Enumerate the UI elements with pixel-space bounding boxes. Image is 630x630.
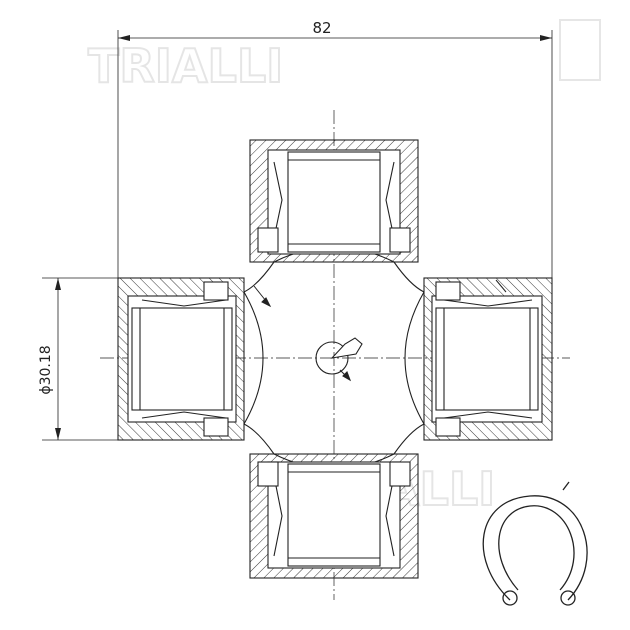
watermark-top-right [559, 19, 601, 81]
clearance-arrows [253, 279, 507, 308]
grease-fitting [315, 337, 363, 382]
bearing-cup-right [423, 277, 553, 441]
bearing-cup-left [117, 277, 245, 441]
overall-width-dimension: 82 [117, 19, 553, 278]
cup-diameter-dimension: ϕ30.18 [38, 277, 118, 441]
bearing-cup-top [249, 139, 419, 263]
watermark-top-left: TRIALLI [87, 38, 284, 94]
snap-ring [482, 481, 588, 606]
watermark-brand-text: TRIALLI [88, 39, 283, 93]
cup-diameter-label: ϕ30.18 [38, 345, 54, 394]
overall-width-label: 82 [312, 19, 331, 37]
bearing-cup-bottom [249, 453, 419, 579]
